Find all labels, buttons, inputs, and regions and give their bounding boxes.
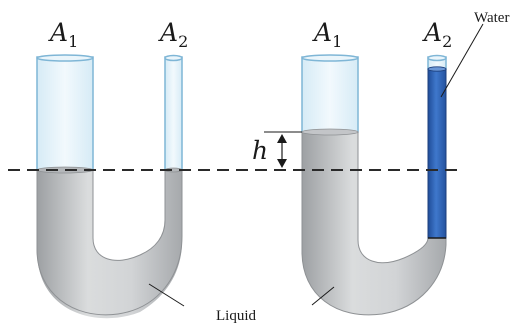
- right-liquid-u: [301, 131, 447, 316]
- label-left-a2: A2: [158, 18, 188, 51]
- liquid-leader-left: [148, 283, 185, 307]
- label-left-a1: A1: [48, 18, 78, 51]
- left-wide-arm-glass: [36, 56, 94, 171]
- right-water-surface: [427, 66, 447, 72]
- label-right-a2: A2: [422, 18, 452, 51]
- left-wide-arm-rim: [36, 54, 94, 62]
- label-water: Water: [474, 10, 509, 26]
- label-height: h: [252, 136, 268, 165]
- height-arrow-down-head: [277, 159, 287, 168]
- right-narrow-arm-rim: [427, 54, 447, 62]
- right-wide-liquid-surface: [301, 128, 359, 136]
- right-u-tube: [301, 54, 447, 316]
- water-leader-line: [440, 23, 484, 98]
- liquid-leader-right: [311, 286, 335, 306]
- right-water-column: [427, 68, 447, 239]
- height-marker: [264, 131, 302, 168]
- left-narrow-arm-glass: [164, 56, 183, 171]
- right-wide-arm-rim: [301, 54, 359, 62]
- right-wide-arm-glass: [301, 56, 359, 133]
- label-liquid: Liquid: [216, 308, 256, 324]
- left-narrow-arm-rim: [164, 54, 183, 62]
- left-liquid-u: [36, 169, 183, 316]
- label-right-a1: A1: [312, 18, 342, 51]
- left-u-tube: [36, 54, 183, 319]
- height-arrow-up-head: [277, 134, 287, 143]
